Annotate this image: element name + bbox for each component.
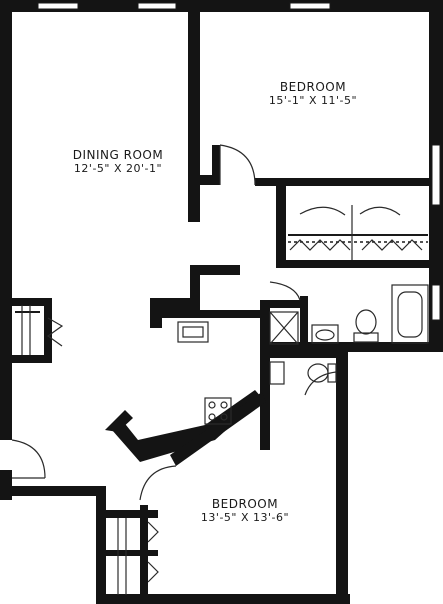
doors	[11, 144, 337, 501]
closet-shelving	[15, 205, 428, 595]
bedroom-lower-dims: 13'-5" X 13'-6"	[200, 511, 290, 524]
windows	[37, 2, 441, 321]
bedroom-upper-dims: 15'-1" X 11'-5"	[268, 94, 358, 107]
room-label-bedroom-lower: BEDROOM 13'-5" X 13'-6"	[201, 497, 289, 524]
bedroom-upper-name: BEDROOM	[279, 80, 347, 94]
bath-fixtures	[177, 284, 429, 425]
interior-walls	[10, 10, 431, 597]
dining-room-name: DINING ROOM	[72, 148, 164, 162]
room-label-dining-room: DINING ROOM 12'-5" X 20'-1"	[73, 148, 163, 175]
bedroom-lower-name: BEDROOM	[211, 497, 279, 511]
room-label-bedroom-upper: BEDROOM 15'-1" X 11'-5"	[269, 80, 357, 107]
dining-room-dims: 12'-5" X 20'-1"	[73, 162, 163, 175]
